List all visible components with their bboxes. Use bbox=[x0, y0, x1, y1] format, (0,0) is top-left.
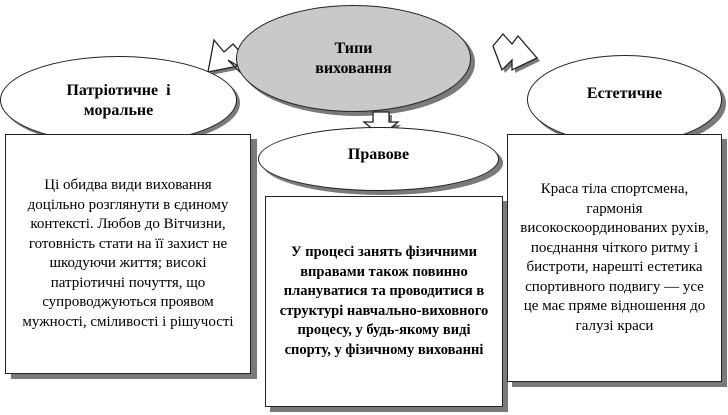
legal-title: Правове bbox=[347, 146, 410, 163]
patriotic-description-box: Ці обидва види виховання доцільно розгля… bbox=[5, 134, 251, 374]
patriotic-description: Ці обидва види виховання доцільно розгля… bbox=[22, 177, 234, 330]
aesthetic-description-box: Краса тіла спортсмена, гармонія високоск… bbox=[507, 134, 722, 382]
aesthetic-ellipse: Естетичне bbox=[527, 55, 722, 144]
center-title-line2: виховання bbox=[315, 59, 392, 77]
aesthetic-title: Естетичне bbox=[586, 84, 663, 102]
center-ellipse: Типи виховання bbox=[236, 5, 471, 112]
aesthetic-description: Краса тіла спортсмена, гармонія високоск… bbox=[520, 181, 709, 334]
patriotic-title-line2: моральне bbox=[83, 102, 154, 119]
center-title-line1: Типи bbox=[334, 39, 373, 57]
legal-description: У процесі занять фізичними вправами тако… bbox=[279, 244, 489, 358]
patriotic-title-line1: Патріотичне і bbox=[66, 82, 171, 99]
legal-description-box: У процесі занять фізичними вправами тако… bbox=[265, 196, 503, 407]
legal-ellipse: Правове bbox=[258, 127, 499, 191]
arrow-to-aesthetic bbox=[492, 33, 539, 72]
patriotic-ellipse: Патріотичне і моральне bbox=[0, 56, 237, 144]
